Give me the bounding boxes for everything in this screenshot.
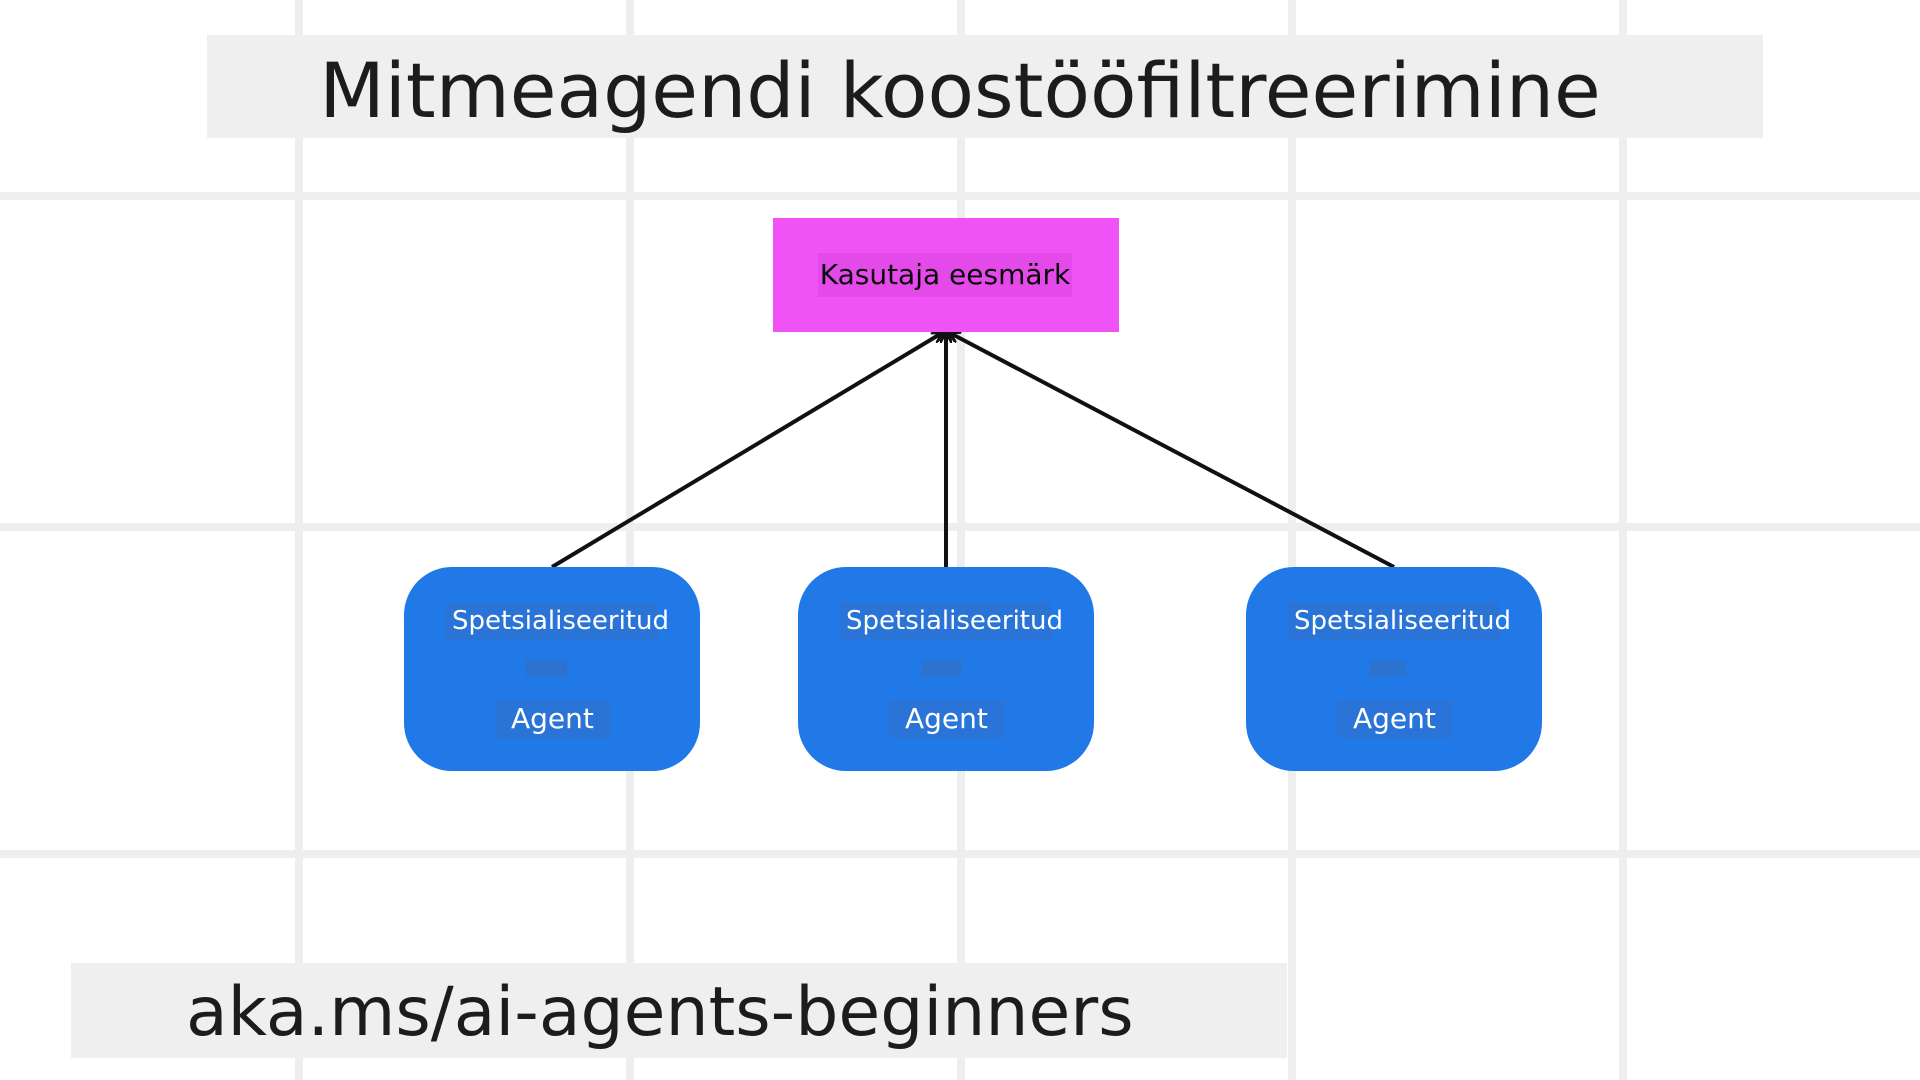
agent-1-title: Spetsialiseeritud: [446, 602, 669, 640]
agent-2-tiny-text: [922, 660, 962, 676]
title-banner: [207, 35, 1763, 138]
agent-3-label: Agent: [1337, 700, 1452, 738]
user-goal-label: Kasutaja eesmärk: [818, 253, 1072, 297]
diagram-title: Mitmeagendi koostööfiltreerimine: [319, 46, 1601, 135]
course-url: aka.ms/ai-agents-beginners: [186, 973, 1134, 1052]
arrow-agent-3-to-goal: [950, 333, 1395, 569]
agent-1-tiny-text: [525, 660, 567, 676]
agent-3-title: Spetsialiseeritud: [1288, 602, 1511, 640]
url-banner: [71, 963, 1287, 1058]
agent-3-tiny-text: [1370, 660, 1406, 676]
agent-2-label: Agent: [889, 700, 1004, 738]
agent-2-title: Spetsialiseeritud: [840, 602, 1063, 640]
agent-1-label: Agent: [495, 700, 610, 738]
arrow-agent-1-to-goal: [550, 333, 942, 569]
